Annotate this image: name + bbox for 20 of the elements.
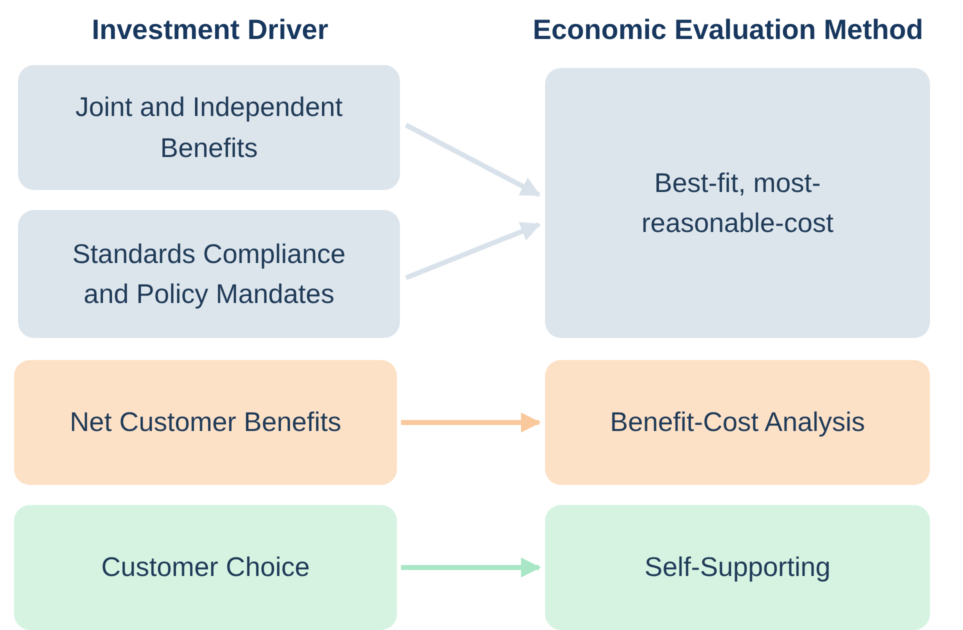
arrow [405,222,541,280]
investment-driver-box [18,210,400,338]
evaluation-method-box [545,360,930,485]
evaluation-method-box [545,505,930,630]
node-text: Standards Compliance and Policy Mandates [71,238,347,311]
node-text: Benefit-Cost Analysis [610,406,866,440]
node-text: Customer Choice [101,551,310,584]
node-text: Joint and Independent Benefits [74,91,344,164]
arrow [401,412,541,432]
arrow [404,122,541,198]
column-heading: Investment Driver [92,14,328,46]
investment-driver-box [14,505,397,630]
evaluation-method-box [545,68,930,338]
arrow [401,558,541,578]
column-heading: Economic Evaluation Method [532,14,924,46]
node-text: Self-Supporting [644,551,831,584]
node-text: Best-fit, most-reasonable-cost [640,166,835,240]
node-text: Net Customer Benefits [70,406,342,440]
investment-driver-box [14,360,397,485]
investment-driver-box [18,65,400,190]
